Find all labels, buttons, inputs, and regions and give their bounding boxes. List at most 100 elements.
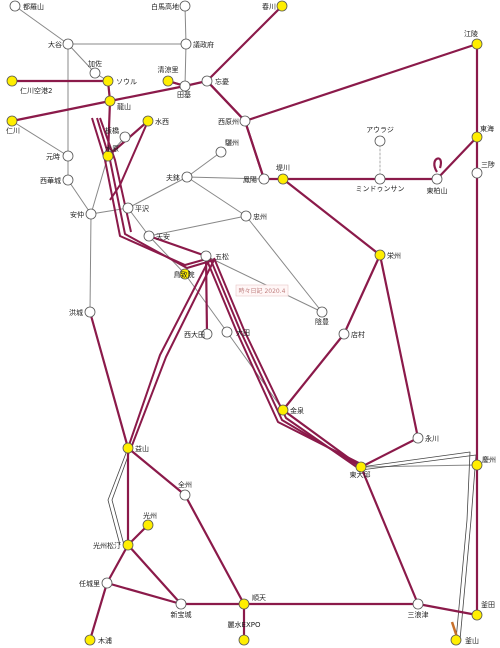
station-marker-wusong — [200, 250, 212, 262]
watermark: 時々日記 2020.4 — [239, 287, 286, 295]
station-label-datian: 大田 — [236, 328, 250, 337]
station-marker-rongzhou — [374, 249, 386, 261]
station-label-jingsheng: 鳥致院 — [174, 270, 195, 279]
station-marker-riyu — [215, 146, 227, 158]
station-marker-puru — [316, 306, 328, 318]
station-marker-sanlangjin — [412, 598, 424, 610]
station-label-xijing: 西原州 — [218, 118, 239, 126]
route-suisei-south — [109, 120, 149, 201]
station-marker-zhongzhou — [240, 210, 252, 222]
station-marker-donghai — [471, 131, 483, 143]
station-label-mindong: ミンドゥンサン — [356, 185, 405, 193]
station-label-yishan: 益山 — [135, 444, 149, 453]
dark-line-west-a — [107, 447, 129, 546]
station-label-dengmo: 田基 — [177, 90, 191, 99]
station-label-xinbaocheng: 新宝城 — [171, 610, 192, 619]
station-label-yuanshi: 元時 — [46, 153, 60, 161]
station-marker-ganbashi — [119, 131, 131, 143]
station-marker-seifu — [180, 38, 192, 50]
route-gyeongjeon-a — [126, 543, 183, 606]
station-marker-seoul — [102, 75, 114, 87]
station-marker-hongcheng — [84, 306, 96, 318]
station-label-fushou: 夫鉢 — [166, 173, 180, 182]
station-label-pingze: 平沢 — [135, 204, 149, 213]
station-label-ganbashi: 板橋 — [105, 126, 119, 135]
route-central — [205, 79, 382, 412]
station-marker-tianan — [143, 230, 155, 242]
station-marker-guangzhou — [142, 519, 154, 531]
station-marker-mupu — [84, 634, 96, 646]
route-gangneung — [205, 42, 479, 123]
station-label-xijiang: 西華城 — [40, 176, 61, 185]
station-label-oya: 大谷 — [48, 40, 62, 49]
station-marker-hakuba — [179, 0, 191, 12]
station-marker-xinbaocheng — [175, 598, 187, 610]
station-label-hongcheng: 洪城 — [69, 308, 83, 317]
station-marker-arauji — [374, 135, 386, 147]
watermark-box — [235, 284, 289, 297]
route-gyeongjeon — [105, 581, 420, 606]
station-label-wusong: 五松 — [215, 252, 229, 261]
station-label-seifu: 議政府 — [193, 40, 214, 49]
route-loop — [433, 157, 443, 173]
station-marker-kasuga — [276, 0, 288, 12]
station-label-guangzhousongding: 光州松汀 — [93, 541, 121, 550]
station-label-quanzhou: 全州 — [178, 480, 192, 489]
station-marker-busan — [450, 634, 462, 646]
station-label-rongzhou: 栄州 — [387, 251, 401, 260]
thin-line-xijiang — [67, 155, 92, 215]
station-marker-datian — [221, 326, 233, 338]
station-marker-diancun — [338, 328, 350, 340]
station-label-zhongzhou: 忠州 — [253, 213, 267, 221]
station-marker-yongchuan — [412, 432, 424, 444]
station-label-sanlangjin: 三浪津 — [408, 610, 429, 619]
station-label-anzhong: 安仲 — [70, 210, 84, 219]
station-label-dorasan: 都羅山 — [23, 2, 44, 11]
station-marker-qingzhou — [471, 459, 483, 471]
station-marker-xijing — [239, 115, 251, 127]
station-marker-dengmo — [179, 80, 191, 92]
station-label-riyu: 驪州 — [225, 139, 239, 147]
station-label-tianan: 天安 — [156, 232, 170, 241]
route-tianan-wusong — [147, 234, 208, 258]
station-label-kasa: 加佐 — [88, 59, 102, 68]
station-label-incheon: 仁川 — [6, 126, 20, 135]
station-label-lishuiexpo: 麗水EXPO — [228, 620, 261, 629]
dark-line-west-b — [111, 447, 132, 546]
station-label-seiryori: 清涼里 — [158, 65, 179, 74]
station-label-puru: 陰豊 — [315, 317, 329, 326]
station-marker-oya — [62, 38, 74, 50]
station-marker-incheon — [6, 115, 18, 127]
station-label-donghai: 東海 — [480, 124, 494, 133]
station-marker-dongdaqiu — [355, 461, 367, 473]
station-label-jinquan: 金泉 — [290, 406, 304, 415]
station-label-suiyuan: 水原 — [105, 144, 119, 153]
station-label-arauji: アウラジ — [366, 126, 394, 134]
station-marker-guangzhousongding — [122, 539, 134, 551]
station-marker-dorasan — [9, 0, 21, 12]
station-label-xidatian: 西大田 — [184, 330, 205, 339]
station-marker-suiyuan — [102, 150, 114, 162]
station-label-incheon2: 仁川空港2 — [20, 86, 52, 95]
route-wusong-xidatian — [204, 254, 209, 336]
route-kasuga — [205, 4, 284, 83]
thin-line-wusong-puru — [205, 255, 323, 313]
route-incheon — [10, 99, 112, 123]
station-marker-fushou — [181, 171, 193, 183]
route-ktx-gyeongbu-c — [205, 257, 362, 465]
station-label-fengyang: 鳳陽 — [243, 175, 257, 184]
thin-line-riyu-puru — [186, 151, 323, 313]
route-hongcheng-yishan — [88, 310, 130, 450]
thin-line-pingze-fushou — [127, 176, 188, 209]
station-label-fushan: 釜田 — [481, 600, 495, 609]
station-label-dongbaishan: 東柏山 — [427, 186, 448, 195]
station-marker-fengyang — [258, 173, 270, 185]
station-marker-suisei — [142, 115, 154, 127]
station-label-diancun: 店村 — [351, 330, 365, 339]
route-gyeongbu-south — [359, 465, 479, 617]
route-jeolla — [126, 446, 246, 642]
station-label-renchengli: 任城里 — [79, 579, 100, 588]
station-marker-mindong — [374, 173, 386, 185]
station-label-jiangling: 江陵 — [464, 29, 478, 38]
thin-line-anzhong-jingsheng — [90, 207, 186, 275]
